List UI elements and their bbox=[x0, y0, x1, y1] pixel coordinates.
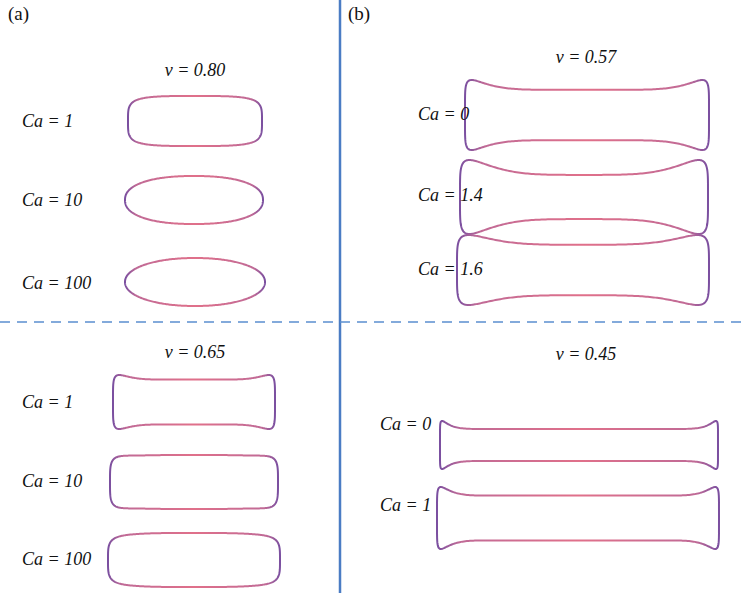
vesicle-shape bbox=[108, 533, 280, 587]
capillary-number-label: Ca = 1.6 bbox=[418, 260, 483, 280]
vesicle-shape bbox=[125, 176, 263, 224]
capillary-number-label: Ca = 1 bbox=[22, 393, 73, 413]
vesicle-shape bbox=[437, 487, 719, 549]
capillary-number-label: Ca = 0 bbox=[380, 415, 431, 435]
capillary-number-label: Ca = 1 bbox=[380, 496, 431, 516]
volume-ratio-label: ν = 0.45 bbox=[556, 345, 617, 365]
panel-divider bbox=[339, 0, 342, 593]
vesicle-shape bbox=[465, 80, 709, 150]
row-divider bbox=[0, 321, 748, 323]
capillary-number-label: Ca = 100 bbox=[22, 274, 91, 294]
vesicle-shape bbox=[125, 258, 265, 306]
panel-label: (a) bbox=[8, 4, 29, 25]
volume-ratio-label: ν = 0.57 bbox=[556, 48, 617, 68]
vesicle-shape bbox=[128, 96, 262, 146]
vesicle-shape bbox=[460, 160, 708, 234]
panel-label: (b) bbox=[348, 4, 370, 25]
capillary-number-label: Ca = 0 bbox=[418, 105, 469, 125]
vesicle-shape bbox=[110, 455, 278, 509]
capillary-number-label: Ca = 10 bbox=[22, 191, 82, 211]
capillary-number-label: Ca = 1 bbox=[22, 112, 73, 132]
volume-ratio-label: ν = 0.65 bbox=[165, 343, 226, 363]
vesicle-shape bbox=[113, 375, 275, 429]
vesicle-shape bbox=[457, 235, 709, 305]
capillary-number-label: Ca = 10 bbox=[22, 472, 82, 492]
capillary-number-label: Ca = 1.4 bbox=[418, 186, 483, 206]
capillary-number-label: Ca = 100 bbox=[22, 550, 91, 570]
vesicle-shape bbox=[440, 421, 718, 469]
volume-ratio-label: ν = 0.80 bbox=[165, 61, 226, 81]
